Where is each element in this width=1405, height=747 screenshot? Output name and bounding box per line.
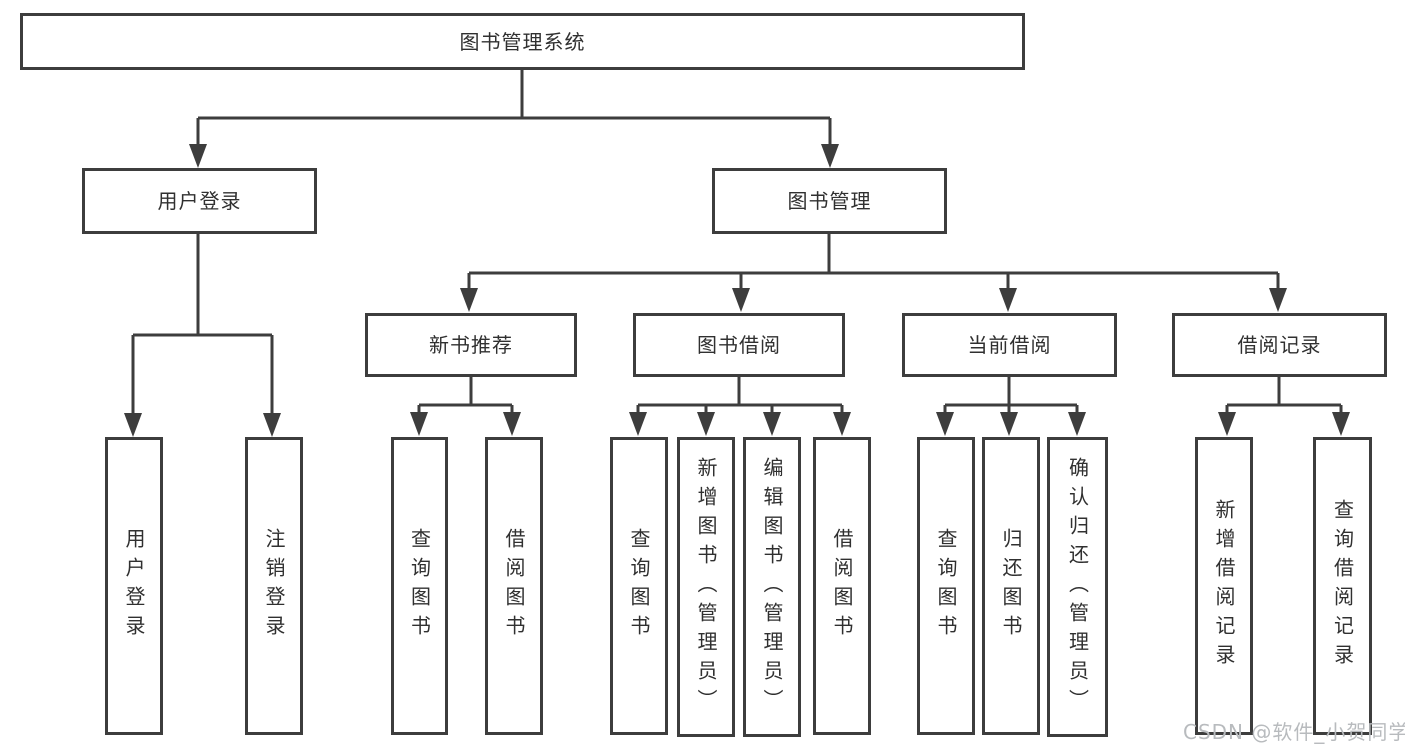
node-label: 图书管理 [787, 189, 872, 213]
arrow-icon [189, 144, 207, 168]
node-label: 查询图书 [934, 528, 958, 644]
node-label: 图书借阅 [697, 333, 781, 357]
node-borrow-records: 借阅记录 [1172, 313, 1387, 377]
node-current-borrow: 当前借阅 [902, 313, 1117, 377]
node-new-book-recommend: 新书推荐 [365, 313, 577, 377]
leaf-query-books-recommend: 查询图书 [391, 437, 448, 735]
leaf-return-books: 归还图书 [982, 437, 1040, 735]
node-label: 确认归还（管理员） [1065, 456, 1090, 718]
leaf-query-borrow-record: 查询借阅记录 [1313, 437, 1372, 735]
leaf-add-books-admin: 新增图书（管理员） [677, 437, 735, 737]
arrow-icon [503, 412, 521, 436]
node-label: 图书管理系统 [459, 29, 586, 54]
arrowheads [124, 144, 1350, 437]
node-label: 新增图书（管理员） [694, 456, 718, 718]
leaf-logout: 注销登录 [245, 437, 303, 735]
node-book-management: 图书管理 [712, 168, 947, 234]
arrow-icon [124, 413, 142, 437]
leaf-query-books-borrow: 查询图书 [610, 437, 668, 735]
arrow-icon [1068, 412, 1086, 436]
node-label: 注销登录 [262, 528, 286, 644]
arrow-icon [1218, 412, 1236, 436]
arrow-icon [1269, 288, 1287, 312]
node-label: 查询借阅记录 [1330, 499, 1355, 673]
arrow-icon [1000, 412, 1018, 436]
node-label: 借阅图书 [502, 528, 526, 644]
arrow-icon [999, 288, 1017, 312]
node-label: 查询图书 [627, 528, 651, 644]
node-label: 借阅图书 [830, 528, 854, 644]
arrow-icon [410, 412, 428, 436]
node-library-management-system: 图书管理系统 [20, 13, 1025, 70]
connector-paths [131, 69, 1343, 418]
arrow-icon [936, 412, 954, 436]
node-label: 编辑图书（管理员） [760, 456, 784, 718]
watermark: CSDN @软件_小贺同学 [1183, 720, 1405, 744]
arrow-icon [263, 413, 281, 437]
node-label: 查询图书 [407, 528, 432, 644]
arrow-icon [629, 412, 647, 436]
leaf-query-books-current: 查询图书 [917, 437, 975, 735]
leaf-edit-books-admin: 编辑图书（管理员） [743, 437, 801, 737]
arrow-icon [821, 144, 839, 168]
node-label: 归还图书 [999, 528, 1023, 644]
node-label: 新增借阅记录 [1212, 499, 1236, 673]
arrow-icon [697, 412, 715, 436]
node-book-borrow: 图书借阅 [633, 313, 845, 377]
leaf-confirm-return-admin: 确认归还（管理员） [1047, 437, 1108, 737]
node-label: 新书推荐 [429, 333, 513, 357]
arrow-icon [763, 412, 781, 436]
leaf-borrow-books-recommend: 借阅图书 [485, 437, 543, 735]
node-user-login: 用户登录 [82, 168, 317, 234]
leaf-add-borrow-record: 新增借阅记录 [1195, 437, 1253, 735]
node-label: 用户登录 [122, 528, 146, 644]
arrow-icon [1332, 412, 1350, 436]
node-label: 当前借阅 [967, 333, 1052, 357]
arrow-icon [460, 288, 478, 312]
arrow-icon [833, 412, 851, 436]
leaf-user-login: 用户登录 [105, 437, 163, 735]
leaf-borrow-books: 借阅图书 [813, 437, 871, 735]
arrow-icon [732, 288, 750, 312]
node-label: 借阅记录 [1237, 333, 1322, 357]
node-label: 用户登录 [157, 189, 242, 213]
